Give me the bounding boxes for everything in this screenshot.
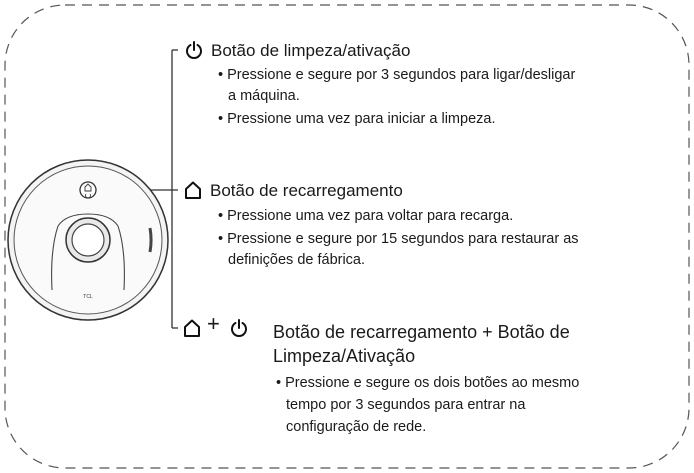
recharge-bullet-2-cont: definições de fábrica.	[228, 252, 366, 268]
power-icon	[186, 41, 202, 59]
robot-body: TCL	[7, 159, 169, 321]
home-icon	[185, 181, 201, 199]
recharge-bullet-2: • Pressione e segure por 15 segundos par…	[218, 231, 579, 247]
combo-title-line1: Botão de recarregamento + Botão de	[273, 322, 570, 342]
power-bullet-2: • Pressione uma vez para iniciar a limpe…	[218, 111, 496, 127]
robot-brand: TCL	[83, 294, 93, 300]
recharge-button-title: Botão de recarregamento	[210, 181, 403, 200]
combo-bullet-1-cont: tempo por 3 segundos para entrar na	[286, 397, 526, 413]
combo-bullet-1-cont2: configuração de rede.	[286, 419, 427, 435]
combo-title-line2: Limpeza/Ativação	[273, 346, 416, 366]
power-bullet-1: • Pressione e segure por 3 segundos para…	[218, 67, 576, 83]
recharge-bullet-1: • Pressione uma vez para voltar para rec…	[218, 208, 514, 224]
home-icon	[184, 319, 200, 337]
power-button-title: Botão de limpeza/ativação	[211, 41, 411, 60]
power-icon	[231, 319, 247, 337]
combo-bullet-1: • Pressione e segure os dois botões ao m…	[276, 375, 580, 391]
power-bullet-1-cont: a máquina.	[228, 88, 300, 104]
plus-icon: +	[207, 311, 220, 336]
